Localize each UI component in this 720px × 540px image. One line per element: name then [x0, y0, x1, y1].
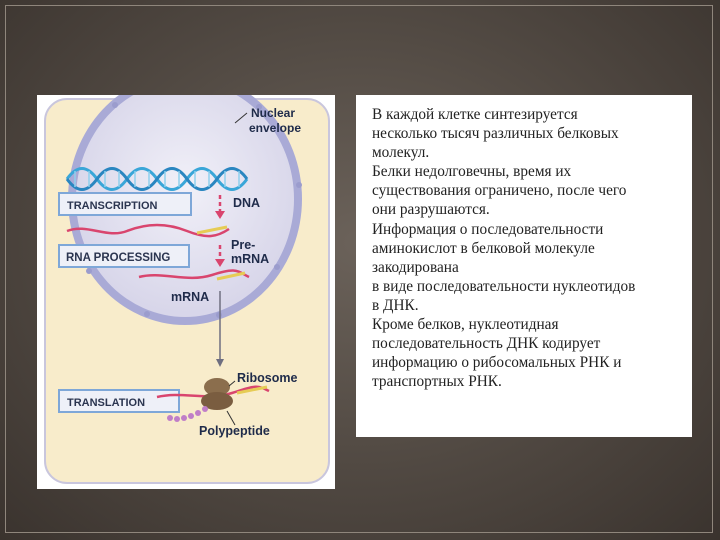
text-line: последовательность ДНК кодирует: [372, 335, 601, 353]
protein-synthesis-figure: TRANSCRIPTION RNA PROCESSING: [37, 95, 335, 489]
pre-mrna-strand: [66, 223, 230, 238]
text-line: транспортных РНК.: [372, 373, 502, 391]
text-line: существования ограничено, после чего: [372, 182, 627, 200]
rna-processing-label: RNA PROCESSING: [66, 252, 170, 264]
text-line: Белки недолговечны, время их: [372, 163, 572, 181]
text-line: информацию о рибосомальных РНК и: [372, 354, 622, 372]
text-line: несколько тысяч различных белковых: [372, 125, 619, 143]
label-pointers: [228, 112, 248, 387]
translation-box: TRANSLATION: [58, 389, 180, 413]
polypeptide-label: Polypeptide: [199, 424, 270, 438]
dna-helix: [65, 167, 249, 191]
nuclear-envelope-label-line2: envelope: [249, 121, 301, 135]
text-line: Информация о последовательности: [372, 220, 604, 238]
ribosome-label: Ribosome: [237, 371, 297, 385]
text-line: Кроме белков, нуклеотидная: [372, 316, 559, 334]
pre-mrna-label-line2: mRNA: [231, 252, 269, 266]
text-panel: В каждой клетке синтезируется несколько …: [356, 95, 692, 437]
transcription-box: TRANSCRIPTION: [58, 192, 192, 216]
text-line: они разрушаются.: [372, 201, 490, 219]
text-line: закодирована: [372, 258, 459, 276]
polypeptide-chain: [167, 406, 208, 422]
nuclear-envelope-label-line1: Nuclear: [251, 106, 295, 120]
figure-svg: TRANSCRIPTION RNA PROCESSING: [44, 95, 330, 484]
text-line: в ДНК.: [372, 296, 419, 314]
processing-arrow: [215, 245, 225, 267]
mrna-strand: [138, 269, 250, 280]
pre-mrna-tail: [196, 225, 228, 235]
transcription-label: TRANSCRIPTION: [67, 200, 158, 212]
transcription-arrow: [215, 195, 225, 219]
rna-processing-box: RNA PROCESSING: [58, 244, 190, 268]
export-arrow: [216, 291, 224, 367]
nuclear-pores: [67, 102, 302, 318]
mrna-label: mRNA: [171, 290, 209, 304]
mrna-tail: [216, 271, 246, 281]
body-text: В каждой клетке синтезируется несколько …: [372, 105, 688, 391]
text-line: в виде последовательности нуклеотидов: [372, 277, 636, 295]
pre-mrna-label-line1: Pre-: [231, 238, 255, 252]
text-line: В каждой клетке синтезируется: [372, 106, 578, 123]
text-line: молекул.: [372, 144, 430, 162]
translation-label: TRANSLATION: [67, 397, 145, 409]
ribosome-complex: [156, 378, 270, 410]
text-line: аминокислот в белковой молекуле: [372, 239, 595, 257]
dna-label: DNA: [233, 196, 260, 210]
